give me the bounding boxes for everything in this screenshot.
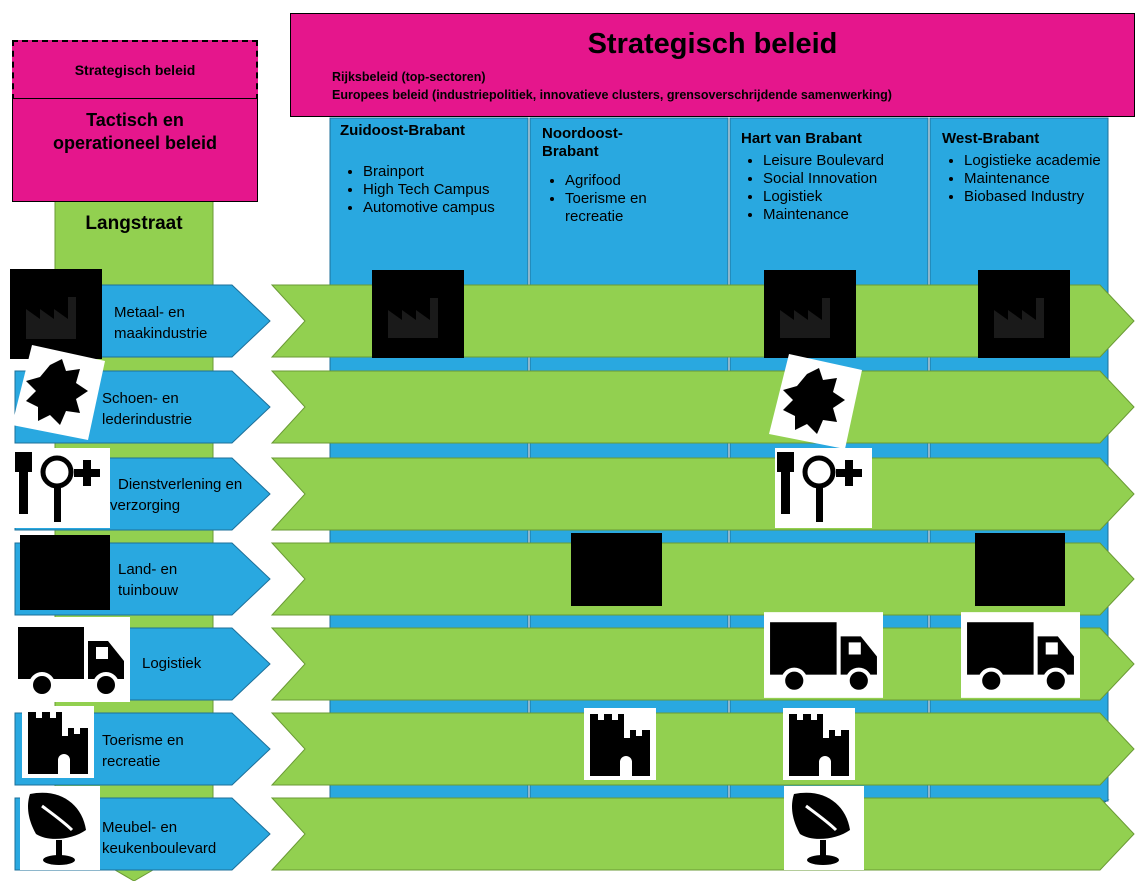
- region-title-noordoost: Noordoost-Brabant: [542, 125, 623, 160]
- region-title-zuidoost: Zuidoost-Brabant: [340, 122, 465, 139]
- region-item: Maintenance: [763, 206, 903, 224]
- region-item: Leisure Boulevard: [763, 152, 903, 170]
- tactical-box: Tactisch en operationeel beleid: [12, 98, 258, 202]
- region-item: Logistiek: [763, 188, 903, 206]
- strategic-header-title: Strategisch beleid: [587, 28, 838, 60]
- sector-label-schoen: Schoen- en lederindustrie: [102, 390, 193, 428]
- sector-band-arrow: [270, 797, 1135, 871]
- factory-icon: [764, 270, 856, 358]
- sector-band-arrow: [270, 712, 1135, 786]
- strategic-box-left: Strategisch beleid: [12, 40, 258, 100]
- factory-icon: [372, 270, 464, 358]
- region-list-noordoost: Agrifood Toerisme en recreatie: [547, 172, 705, 226]
- leather-hide-icon: [12, 345, 105, 440]
- sector-band-arrow: [270, 284, 1135, 358]
- brush-mirror-plus-icon: [13, 448, 110, 528]
- castle-icon: [783, 708, 855, 780]
- region-list-zuidoost: Brainport High Tech Campus Automotive ca…: [345, 163, 513, 217]
- strategic-header: Strategisch beleid Rijksbeleid (top-sect…: [290, 13, 1135, 117]
- sector-label-land: Land- en tuinbouw: [118, 561, 179, 599]
- agriculture-icon: [20, 535, 110, 610]
- region-title-hart: Hart van Brabant: [741, 130, 862, 147]
- brush-mirror-plus-icon: [775, 448, 872, 528]
- region-item: Toerisme en recreatie: [565, 190, 705, 226]
- sector-label-dienstverlening: Dienstverlening en verzorging: [110, 476, 243, 514]
- strategic-header-line2: Europees beleid (industriepolitiek, inno…: [332, 88, 892, 102]
- chair-icon: [20, 786, 100, 870]
- strategic-box-label: Strategisch beleid: [74, 62, 196, 78]
- castle-icon: [584, 708, 656, 780]
- castle-icon: [22, 706, 94, 778]
- truck-icon: [764, 612, 883, 698]
- region-item: Agrifood: [565, 172, 705, 190]
- sector-label-toerisme: Toerisme en recreatie: [102, 732, 184, 770]
- region-item: Brainport: [363, 163, 513, 181]
- sector-label-metaal: Metaal- en maakindustrie: [114, 304, 208, 342]
- agriculture-icon: [975, 533, 1065, 606]
- region-item: Maintenance: [964, 170, 1104, 188]
- truck-icon: [12, 617, 130, 702]
- region-item: Social Innovation: [763, 170, 903, 188]
- sector-band-arrow: [270, 457, 1135, 531]
- region-item: High Tech Campus: [363, 181, 513, 199]
- langstraat-label: Langstraat: [85, 213, 183, 234]
- sector-band-arrow: [270, 370, 1135, 444]
- sector-band-arrow: [270, 542, 1135, 616]
- region-item: Logistieke academie: [964, 152, 1104, 170]
- sector-band-arrow: [270, 627, 1135, 701]
- sector-label-meubel: Meubel- en keukenboulevard: [102, 819, 217, 857]
- leather-hide-icon: [769, 354, 862, 449]
- factory-icon: [10, 269, 102, 359]
- region-title-west: West-Brabant: [942, 130, 1040, 147]
- region-list-west: Logistieke academie Maintenance Biobased…: [946, 152, 1104, 206]
- chair-icon: [784, 786, 864, 870]
- region-item: Biobased Industry: [964, 188, 1104, 206]
- agriculture-icon: [571, 533, 662, 606]
- region-item: Automotive campus: [363, 199, 513, 217]
- tactical-box-label: Tactisch en operationeel beleid: [52, 110, 218, 153]
- region-list-hart: Leisure Boulevard Social Innovation Logi…: [745, 152, 903, 284]
- factory-icon: [978, 270, 1070, 358]
- strategic-header-line1: Rijksbeleid (top-sectoren): [332, 70, 486, 84]
- sector-label-logistiek: Logistiek: [142, 655, 202, 672]
- truck-icon: [961, 612, 1080, 698]
